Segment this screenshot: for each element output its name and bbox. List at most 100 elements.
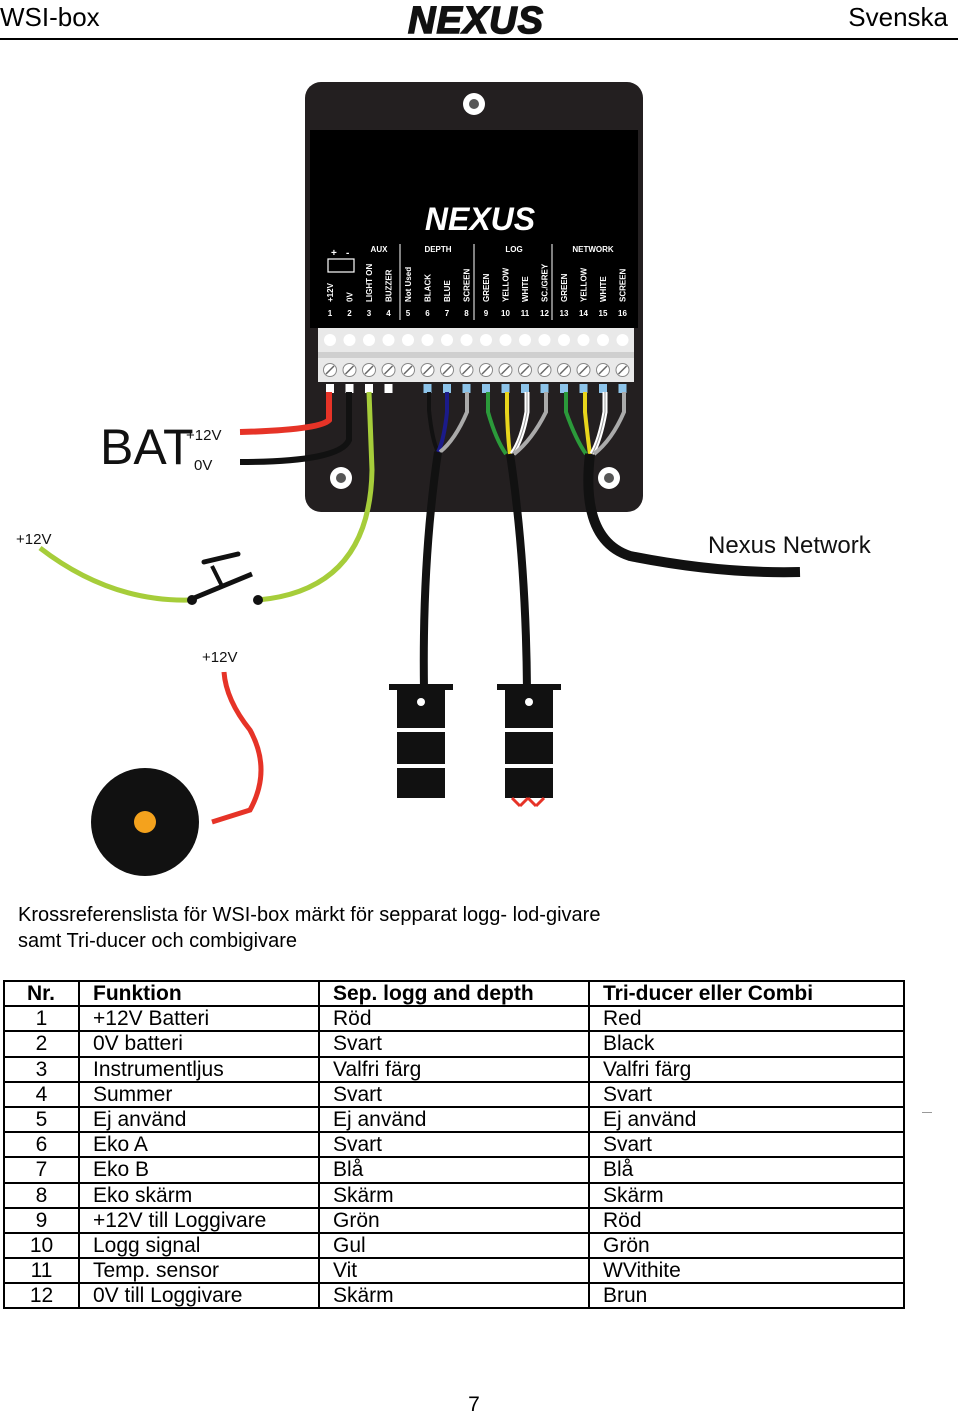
- cell-sep: Vit: [318, 1257, 590, 1285]
- wire-ferrule: [540, 384, 549, 393]
- network-label: Nexus Network: [708, 532, 872, 559]
- terminal-label: WHITE: [599, 276, 608, 302]
- wire-ferrule: [423, 384, 432, 393]
- screw-slot: [403, 365, 413, 375]
- terminal-number: 15: [599, 309, 608, 318]
- network-cable: [583, 453, 801, 578]
- switch-symbol: [193, 571, 253, 601]
- terminal-top-hole: [616, 334, 629, 346]
- terminal-label: GREEN: [482, 273, 491, 302]
- box-logo: NEXUS: [425, 201, 536, 237]
- terminal-top-hole: [519, 334, 531, 346]
- screw-slot: [520, 365, 530, 375]
- terminal-top-hole: [324, 334, 336, 346]
- terminal-group-label: DEPTH: [424, 245, 451, 254]
- screw-slot: [617, 365, 628, 375]
- terminal-number: 12: [540, 309, 549, 318]
- cell-triducer: Svart: [588, 1131, 905, 1159]
- terminal-number: 2: [347, 309, 352, 318]
- col-header-nr: Nr.: [3, 979, 80, 1008]
- wire-ferrule: [462, 384, 471, 393]
- cell-triducer: Ej använd: [588, 1105, 905, 1134]
- terminal-number: 9: [484, 309, 489, 318]
- wire-ferrule: [482, 384, 490, 393]
- terminal-label: YELLOW: [502, 267, 511, 302]
- bat-zero-wire: [239, 392, 352, 465]
- cell-funktion: Summer: [78, 1080, 320, 1108]
- cell-nr: 8: [3, 1181, 80, 1209]
- cell-nr: 12: [3, 1282, 80, 1310]
- screw-slot: [325, 365, 335, 375]
- cell-triducer: Röd: [588, 1206, 905, 1234]
- cell-nr: 3: [3, 1055, 80, 1083]
- wire-ferrule: [521, 384, 529, 393]
- cell-nr: 9: [3, 1206, 80, 1234]
- cell-sep: Svart: [318, 1030, 590, 1058]
- cell-nr: 6: [3, 1131, 80, 1159]
- bat-zero-label: 0V: [194, 457, 212, 474]
- terminal-number: 16: [618, 309, 627, 318]
- cell-sep: Ej använd: [318, 1105, 590, 1134]
- screw-slot: [422, 365, 433, 375]
- cell-sep: Blå: [318, 1156, 590, 1184]
- terminal-top-hole: [363, 334, 375, 346]
- log-cable: [506, 453, 531, 691]
- cell-triducer: Black: [588, 1030, 905, 1058]
- col-header-sep: Sep. logg and depth: [318, 979, 590, 1008]
- cell-funktion: +12V Batteri: [78, 1005, 320, 1033]
- terminal-number: 3: [367, 309, 372, 318]
- terminal-label: SCREEN: [463, 268, 472, 302]
- terminal-number: 1: [328, 309, 333, 318]
- terminal-number: 8: [464, 309, 469, 318]
- wire-ferrule: [345, 384, 354, 393]
- terminal-top-hole: [597, 334, 609, 346]
- terminal-top-hole: [577, 334, 590, 346]
- buzzer-plus-wire: [211, 671, 264, 825]
- col-header-triducer: Tri-ducer eller Combi: [588, 979, 905, 1008]
- intro-text: Krossreferenslista för WSI-box märkt för…: [18, 902, 600, 954]
- wire-ferrule: [618, 384, 627, 393]
- screw-slot: [598, 365, 608, 375]
- terminal-top-hole: [402, 334, 414, 346]
- terminal-label: BUZZER: [385, 269, 394, 302]
- cell-funktion: Ej använd: [78, 1105, 320, 1134]
- screw-slot: [559, 365, 569, 375]
- switch-plus-label: +12V: [16, 531, 51, 548]
- wire-ferrule: [443, 384, 451, 393]
- cell-triducer: Skärm: [588, 1181, 905, 1209]
- cell-funktion: Instrumentljus: [78, 1055, 320, 1083]
- wire-ferrule: [501, 384, 510, 393]
- buzzer-plus-label: +12V: [202, 649, 237, 666]
- cell-triducer: Brun: [588, 1282, 905, 1310]
- terminal-number: 7: [445, 309, 450, 318]
- terminal-top-hole: [382, 334, 395, 346]
- cell-funktion: Temp. sensor: [78, 1257, 320, 1285]
- screw-slot: [539, 365, 550, 375]
- wire-ferrule: [384, 384, 393, 393]
- screw-slot: [578, 365, 589, 375]
- terminal-top-hole: [441, 334, 453, 346]
- cell-nr: 7: [3, 1156, 80, 1184]
- svg-text:NEXUS: NEXUS: [408, 0, 544, 40]
- cell-sep: Svart: [318, 1131, 590, 1159]
- cell-sep: Valfri färg: [318, 1055, 590, 1083]
- wire-ferrule: [599, 384, 607, 393]
- cell-nr: 11: [3, 1257, 80, 1285]
- depth-connector: [389, 684, 453, 798]
- screw-slot: [500, 365, 511, 375]
- terminal-number: 14: [579, 309, 588, 318]
- screw-slot: [344, 365, 355, 375]
- cell-triducer: WVithite: [588, 1257, 905, 1285]
- terminal-group-label: LOG: [505, 245, 522, 254]
- cell-sep: Svart: [318, 1080, 590, 1108]
- svg-text:-: -: [346, 248, 349, 259]
- battery-symbol: [327, 258, 355, 273]
